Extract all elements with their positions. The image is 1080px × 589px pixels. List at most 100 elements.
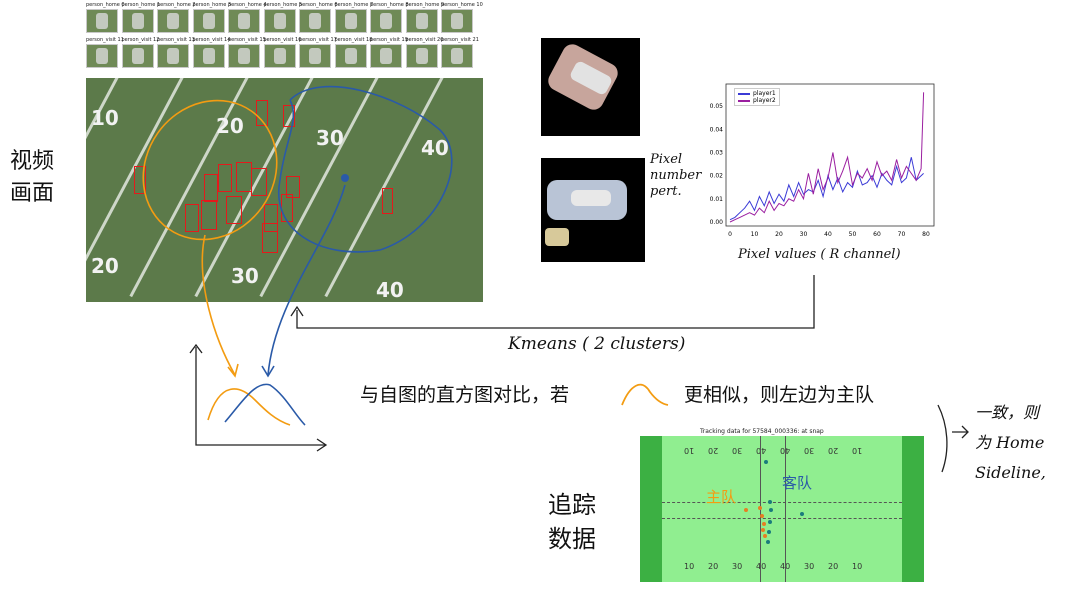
player-thumbnail	[228, 44, 260, 68]
y-tick-label: 0.05	[710, 103, 724, 110]
thumbnail-label: person_visit 19	[370, 37, 408, 43]
tracking-yard-number: 30	[732, 446, 743, 455]
legend-swatch	[738, 99, 750, 102]
player-thumbnail	[405, 44, 438, 68]
thumbnail-label: person_visit 12	[121, 37, 160, 43]
y-tick-label: 0.04	[710, 126, 724, 133]
player-bbox	[286, 176, 300, 198]
legend-swatch	[738, 92, 750, 95]
player-position-dot	[758, 506, 762, 510]
thumbnail-label: person_visit 13	[157, 37, 195, 43]
player-thumbnail	[192, 44, 225, 68]
comparison-text-2: 更相似，则左边为主队	[684, 384, 875, 406]
player-thumbnail	[334, 9, 367, 33]
thumbnail-label: person_home 5	[263, 2, 303, 8]
player-bbox	[262, 223, 278, 253]
player-position-dot	[768, 500, 772, 504]
yard-number: 30	[316, 126, 344, 150]
legend-label-player2: player2	[753, 97, 776, 104]
x-axis-label: Pixel values ( R channel)	[738, 247, 901, 262]
distribution-axes	[195, 347, 325, 446]
tracking-note: 追踪 数据	[548, 491, 596, 553]
home-arrow	[201, 234, 236, 376]
legend-label-player1: player1	[753, 90, 776, 97]
player-position-dot	[763, 534, 767, 538]
player-bbox	[264, 204, 278, 232]
player1-crop	[541, 38, 640, 136]
player-bbox	[226, 196, 242, 224]
thumbnail-label: person_home 7	[334, 2, 374, 8]
tracking-yard-number: 20	[708, 446, 719, 455]
visit-arrow	[267, 184, 346, 376]
player-thumbnail	[370, 44, 402, 68]
yard-number: 30	[231, 264, 259, 288]
home-curve-inline	[621, 383, 669, 406]
player-thumbnail	[121, 9, 154, 33]
tracking-title: Tracking data for 57584_000336: at snap	[700, 428, 824, 435]
game-footage-frame: 10 20 30 40 20 30 40	[86, 78, 483, 302]
x-tick-label: 60	[873, 231, 881, 238]
thumbnail-label: person_visit 14	[192, 37, 231, 43]
thumbnail-label: person_visit 18	[334, 37, 373, 43]
player-position-dot	[760, 514, 764, 518]
yard-number: 20	[91, 254, 119, 278]
kmeans-label: Kmeans ( 2 clusters)	[508, 334, 686, 354]
player-bbox	[218, 164, 232, 192]
player-position-dot	[800, 512, 804, 516]
thumbnail-label: person_home 8	[370, 2, 409, 8]
thumbnail-label: person_home 6	[299, 2, 338, 8]
tracking-yard-number: 30	[804, 562, 815, 571]
endzone-right	[902, 436, 924, 582]
player-position-dot	[744, 508, 748, 512]
player-bbox	[201, 200, 217, 230]
player-thumbnail	[299, 44, 331, 68]
player-thumbnail	[86, 44, 118, 68]
player-thumbnail	[228, 9, 260, 33]
chart-legend: player1 player2	[734, 88, 780, 106]
player2-crop	[541, 158, 645, 262]
player-position-dot	[769, 508, 773, 512]
player-thumbnail	[299, 9, 331, 33]
thumbnail-label: person_home 0	[86, 2, 125, 8]
player-position-dot	[764, 460, 768, 464]
endzone-left	[640, 436, 662, 582]
player-thumbnail	[370, 9, 402, 33]
tracking-yard-number: 20	[828, 446, 839, 455]
tracking-yard-number: 20	[708, 562, 719, 571]
player-thumbnail	[157, 44, 189, 68]
player-bbox	[256, 100, 268, 126]
comparison-text: 与自图的直方图对比，若	[360, 384, 570, 406]
thumbnail-label: person_visit 17	[299, 37, 337, 43]
result-note: 一致，则 为 Home Sideline,	[975, 403, 1046, 482]
visit-cluster-outline	[277, 85, 453, 253]
tracking-yard-number: 30	[804, 446, 815, 455]
thumbnail-label: person_home 9	[405, 2, 445, 8]
visit-distribution	[224, 383, 306, 426]
thumbnail-label: person_home 1	[121, 2, 161, 8]
thumbnail-label: person_home 2	[157, 2, 196, 8]
player-thumbnail	[157, 9, 189, 33]
tracking-field: 10203040403020101020304040302010 主队 客队	[640, 436, 924, 582]
x-tick-label: 20	[775, 231, 783, 238]
y-tick-label: 0.02	[710, 173, 724, 180]
player-thumbnail	[405, 9, 438, 33]
thumbnail-label: person_visit 21	[441, 37, 479, 43]
player-thumbnail	[441, 9, 473, 33]
x-tick-label: 50	[849, 231, 857, 238]
player-bbox	[382, 188, 393, 214]
player-position-dot	[768, 520, 772, 524]
x-tick-label: 70	[898, 231, 906, 238]
tracking-yard-number: 40	[756, 562, 767, 571]
y-tick-label: 0.03	[710, 150, 724, 157]
tracking-yard-number: 20	[828, 562, 839, 571]
x-tick-label: 30	[800, 231, 808, 238]
player-thumbnail	[263, 44, 296, 68]
pixel-note: Pixel number pert.	[650, 152, 702, 199]
yard-number: 40	[376, 278, 404, 302]
player-thumbnail	[192, 9, 225, 33]
player-position-dot	[762, 522, 766, 526]
tracking-yard-number: 40	[756, 446, 767, 455]
player-thumbnail	[86, 9, 118, 33]
